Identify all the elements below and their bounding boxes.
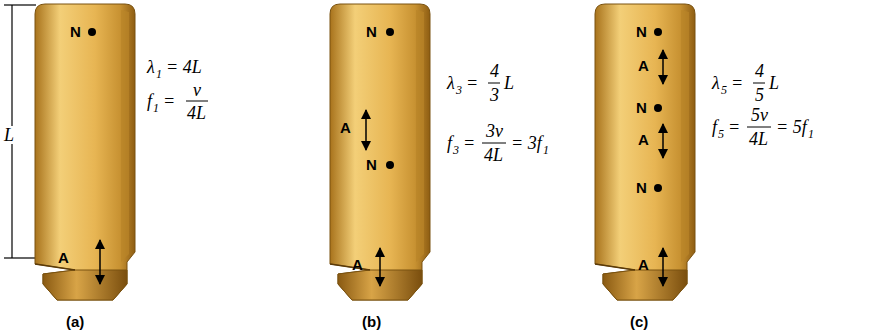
formula-text: 3ν bbox=[486, 122, 503, 140]
formula-text: 4L bbox=[187, 104, 206, 122]
closed-pipe bbox=[35, 4, 135, 300]
wave-label: A bbox=[638, 58, 649, 73]
formula-text: = 4L bbox=[166, 58, 202, 76]
formula-text: λ bbox=[447, 74, 455, 92]
formula-text: = bbox=[731, 74, 743, 92]
wave-label: A bbox=[58, 250, 69, 265]
formula-text: 4L bbox=[749, 130, 768, 148]
wave-label: A bbox=[352, 257, 363, 272]
node-dots bbox=[88, 28, 662, 192]
formula-text: 1 bbox=[156, 68, 162, 80]
formula-text: = 5f bbox=[776, 118, 807, 136]
formula-text: 4 bbox=[755, 62, 764, 80]
wave-label: N bbox=[366, 24, 377, 39]
formula-text: 1 bbox=[808, 128, 814, 140]
wave-label: (c) bbox=[630, 314, 648, 329]
wave-label: N bbox=[70, 24, 81, 39]
antinode-arrows bbox=[100, 50, 663, 286]
wave-label: (b) bbox=[362, 314, 381, 329]
closed-pipe bbox=[330, 4, 430, 300]
formula-text: 4L bbox=[484, 146, 503, 164]
wave-label: N bbox=[636, 180, 647, 195]
formula-text: 5 bbox=[718, 128, 724, 140]
formula-text: L bbox=[504, 74, 514, 92]
formula-text: = bbox=[163, 92, 175, 110]
wave-label: A bbox=[638, 257, 649, 272]
wave-label: N bbox=[636, 100, 647, 115]
wave-label: N bbox=[366, 157, 377, 172]
formula-text: f bbox=[447, 134, 452, 152]
formula-text: f bbox=[712, 118, 717, 136]
formula-text: 4 bbox=[490, 62, 499, 80]
formula-text: = 3f bbox=[511, 134, 542, 152]
formula-text: λ bbox=[147, 58, 155, 76]
formula-text: λ bbox=[712, 74, 720, 92]
formula-text: f bbox=[147, 92, 152, 110]
formula-text: 5 bbox=[755, 86, 764, 104]
formula-text: 1 bbox=[543, 144, 549, 156]
formula-text: 1 bbox=[153, 102, 159, 114]
closed-pipe bbox=[595, 4, 695, 300]
formula-text: 5ν bbox=[751, 106, 768, 124]
wave-label: A bbox=[340, 120, 351, 135]
wave-label: A bbox=[638, 132, 649, 147]
formula-text: 3 bbox=[456, 84, 462, 96]
formula-text: 3 bbox=[490, 86, 499, 104]
fraction-bars bbox=[186, 83, 771, 143]
formula-text: = bbox=[463, 134, 475, 152]
formula-text: ν bbox=[193, 81, 201, 99]
formula-text: 3 bbox=[453, 144, 459, 156]
wave-label: N bbox=[636, 24, 647, 39]
wave-label: (a) bbox=[66, 314, 84, 329]
formula-text: 5 bbox=[721, 84, 727, 96]
formula-text: = bbox=[728, 118, 740, 136]
formula-text: = bbox=[466, 74, 478, 92]
formula-text: L bbox=[769, 74, 779, 92]
formula-text: L bbox=[2, 126, 16, 144]
